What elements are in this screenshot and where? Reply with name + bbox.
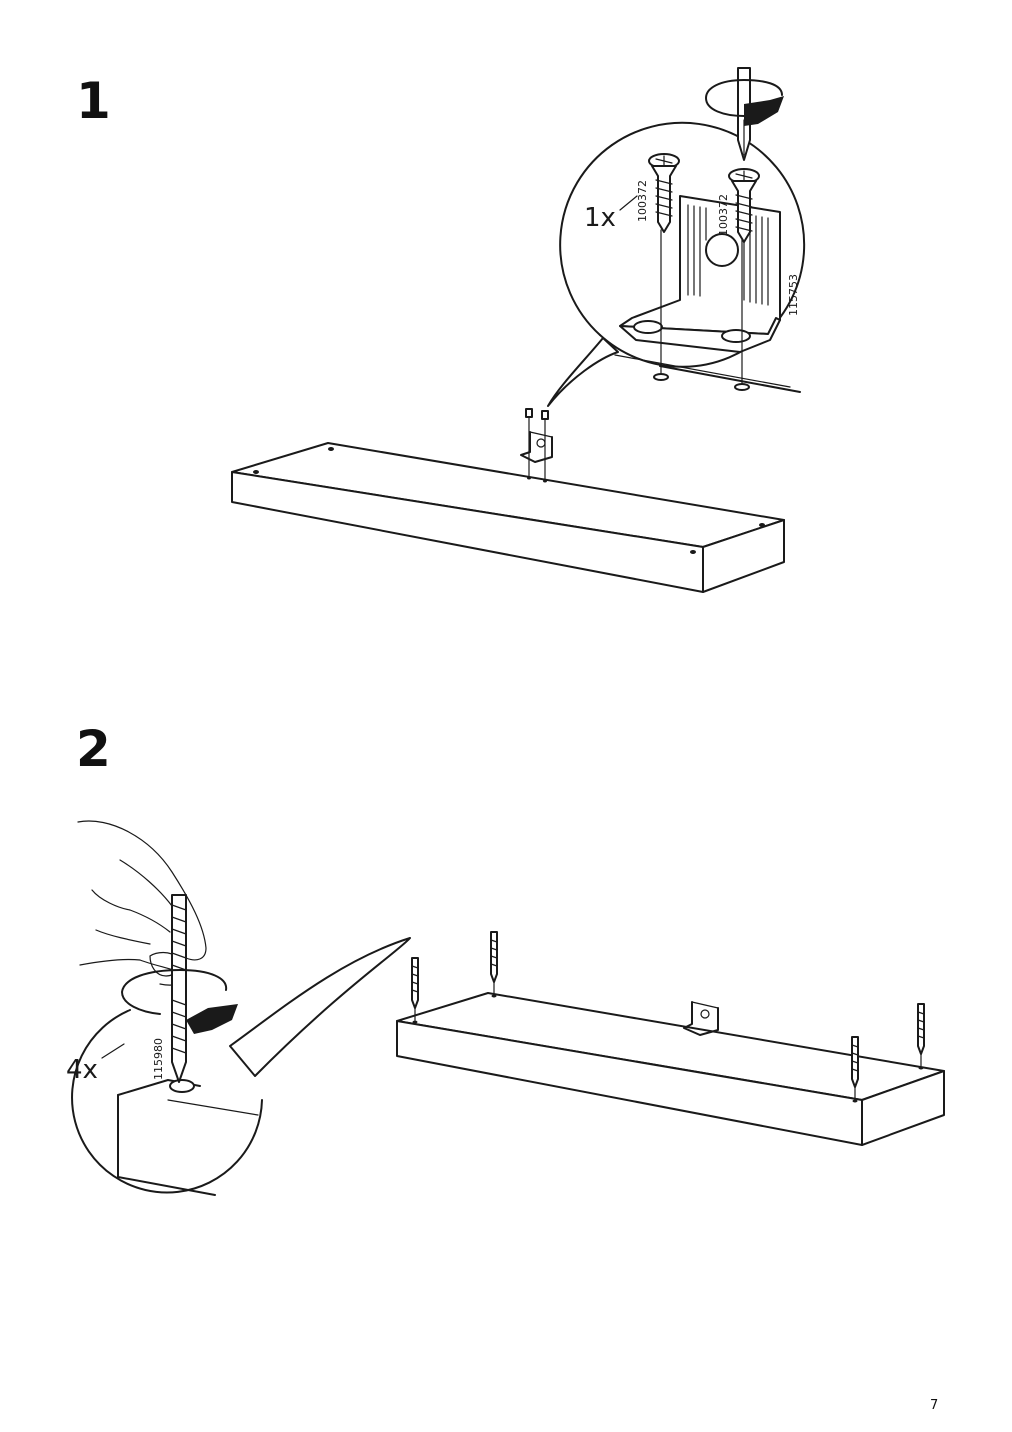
step-2-number: 2: [76, 720, 111, 778]
part-number-100372-a: 100372: [636, 180, 649, 222]
step-2-quantity: 4x: [66, 1055, 98, 1085]
screw-100372-right: [728, 168, 760, 243]
screw-100372-left: [648, 153, 680, 233]
wood-screw-115980: [171, 894, 187, 1083]
part-number-115753: 115753: [787, 274, 800, 316]
wood-screw-3: [851, 1036, 859, 1103]
detail-callout: [547, 121, 806, 407]
page-number: 7: [930, 1398, 939, 1413]
detail-callout-2: [71, 937, 411, 1196]
step-1-illustration: 1x 100372 100372 115753: [231, 67, 806, 593]
part-number-100372-b: 100372: [717, 194, 730, 236]
part-number-115980: 115980: [152, 1038, 165, 1080]
rotate-clockwise-icon-2: [121, 969, 238, 1034]
shelf-board: [231, 442, 785, 593]
shelf-board-2: [396, 992, 945, 1146]
small-bracket: [520, 408, 553, 482]
wood-screw-1: [411, 957, 419, 1024]
rotate-clockwise-icon: [705, 79, 784, 126]
step-1-quantity: 1x: [584, 203, 616, 233]
wood-screw-2: [490, 931, 498, 998]
bracket-on-shelf: [683, 1001, 719, 1036]
hand-icon: [77, 820, 207, 986]
step-1-number: 1: [76, 72, 111, 130]
wood-screw-4: [917, 1003, 925, 1070]
